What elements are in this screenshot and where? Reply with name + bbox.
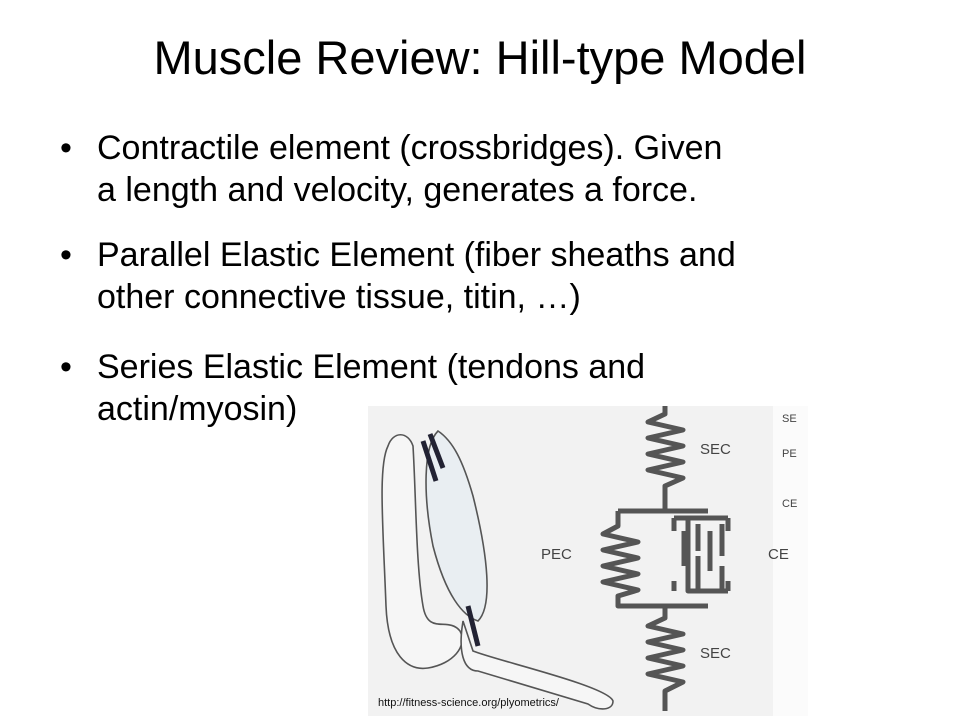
image-credit-link[interactable]: http://fitness-science.org/plyometrics/ [378,697,559,709]
bullet-text: other connective tissue, titin, …) [97,278,581,316]
pec-label: PEC [541,546,572,563]
bullet-text: Contractile element (crossbridges). Give… [97,129,723,167]
bullet-dot: • [60,236,72,274]
sec-bottom-label: SEC [700,645,731,662]
bullet-text: actin/myosin) [97,390,298,428]
bullet-text: Parallel Elastic Element (fiber sheaths … [97,236,736,274]
ce-element [665,508,731,594]
hill-model-figure: SEC PEC CE SEC SE PE CE [368,406,808,716]
sec-bottom-spring [645,606,686,711]
side-label-ce: CE [782,498,797,510]
bullet-text: a length and velocity, generates a force… [97,171,698,209]
side-label-pe: PE [782,448,797,460]
bullet-text: Series Elastic Element (tendons and [97,348,646,386]
sec-top-spring [645,406,686,511]
bullet-dot: • [60,129,72,167]
sec-top-label: SEC [700,441,731,458]
muscle-sketch [381,429,614,710]
bullet-dot: • [60,348,72,386]
side-label-se: SE [782,413,797,425]
slide-title: Muscle Review: Hill-type Model [153,31,807,84]
ce-label: CE [768,546,789,563]
